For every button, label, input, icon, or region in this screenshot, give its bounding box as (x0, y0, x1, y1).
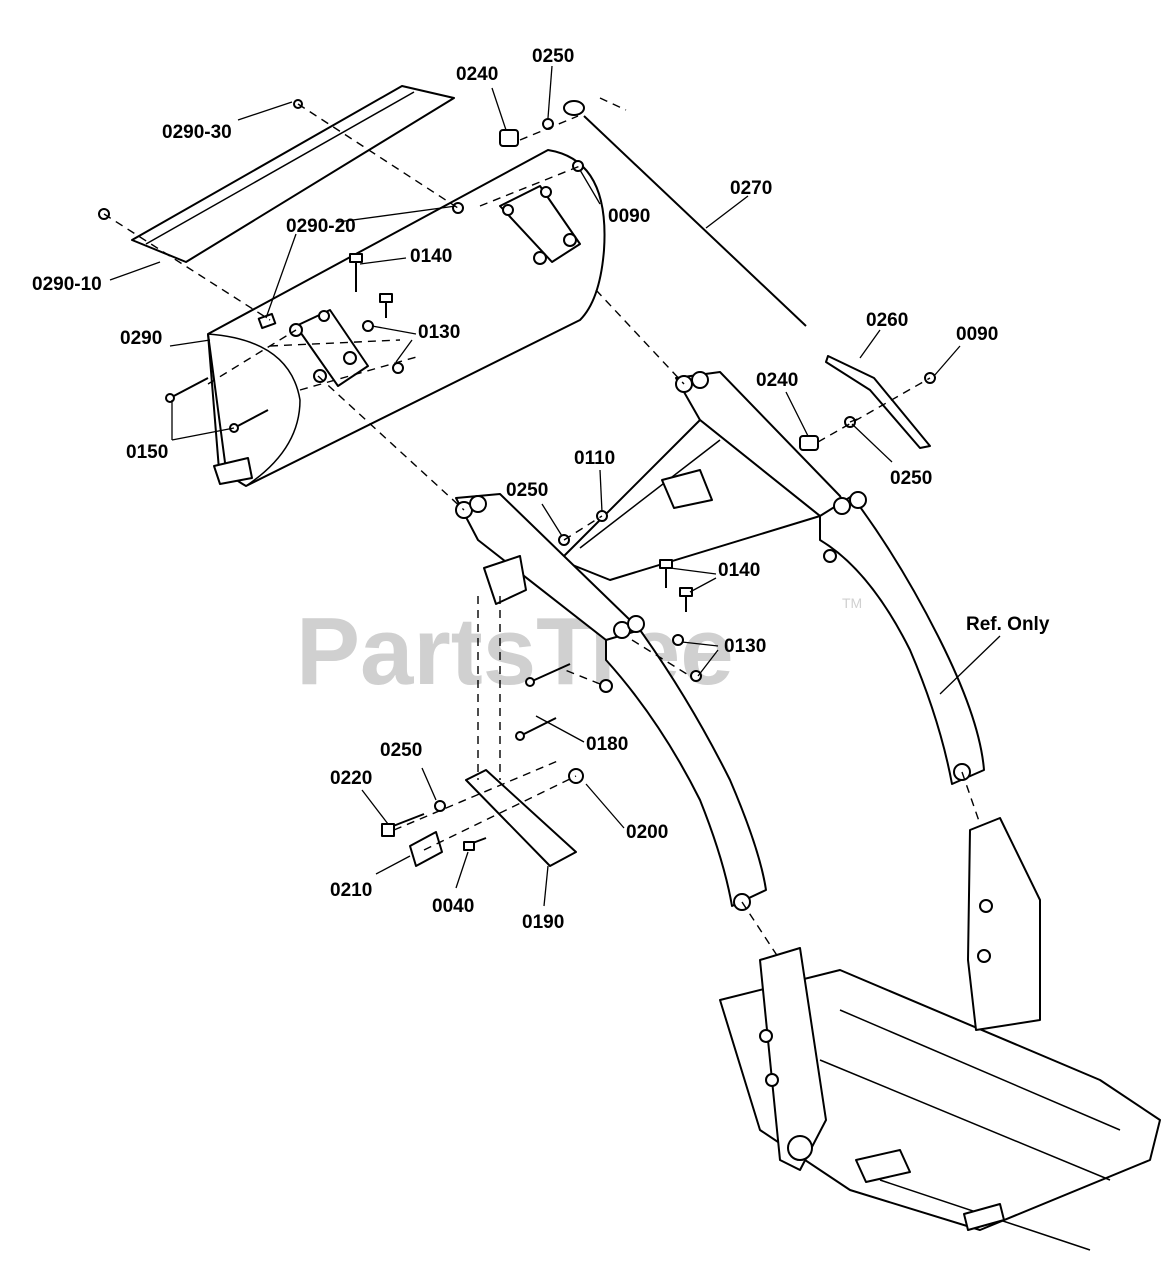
bracket-0190 (465, 769, 577, 867)
loader-frame (455, 371, 985, 911)
label-0150: 0150 (126, 442, 168, 463)
guard-bracket-right (499, 185, 581, 263)
label-0090-right: 0090 (956, 324, 998, 345)
rod-0270 (583, 115, 807, 327)
watermark-trademark: TM (842, 595, 862, 611)
label-0250-low: 0250 (380, 740, 422, 761)
label-0040: 0040 (432, 896, 474, 917)
label-0250-top: 0250 (532, 46, 574, 67)
guard-assembly-0290 (131, 85, 606, 487)
label-0290-10: 0290-10 (32, 274, 102, 295)
label-0290: 0290 (120, 328, 162, 349)
label-0200: 0200 (626, 822, 668, 843)
bolt-0240-right (799, 435, 819, 451)
label-0140-top: 0140 (410, 246, 452, 267)
pin-0180-a (529, 663, 571, 683)
label-0290-20: 0290-20 (286, 216, 356, 237)
label-0250-right: 0250 (890, 468, 932, 489)
label-0140-mid: 0140 (718, 560, 760, 581)
label-0090-top: 0090 (608, 206, 650, 227)
label-0180: 0180 (586, 734, 628, 755)
label-0130-top: 0130 (418, 322, 460, 343)
label-0130-mid: 0130 (724, 636, 766, 657)
label-0110: 0110 (574, 448, 615, 469)
bar-0260 (825, 355, 931, 449)
label-0250-mid: 0250 (506, 480, 548, 501)
support-bracket-group (381, 768, 584, 867)
callout-labels: 0240 0250 0290-30 0270 0290-20 0090 0140… (32, 46, 1050, 933)
label-0220: 0220 (330, 768, 372, 789)
assembly-guide-lines (103, 97, 981, 961)
label-0260: 0260 (866, 310, 908, 331)
tractor-upright-left (759, 947, 827, 1171)
guard-hardware (98, 99, 584, 374)
tractor-upright-right (967, 817, 1041, 1031)
pin-0150-b (233, 409, 269, 429)
label-0190: 0190 (522, 912, 564, 933)
label-0290-30: 0290-30 (162, 122, 232, 143)
label-ref-only: Ref. Only (966, 614, 1050, 635)
leader-lines (109, 65, 1001, 907)
label-0210: 0210 (330, 880, 372, 901)
frame-right-arm (819, 495, 985, 785)
label-0240-top: 0240 (456, 64, 498, 85)
rod-0270-group (499, 100, 936, 451)
label-0270: 0270 (730, 178, 772, 199)
label-0240-right: 0240 (756, 370, 798, 391)
pin-0180-b (519, 717, 557, 737)
pin-0150-a (169, 377, 209, 399)
bolt-0240-top (499, 129, 519, 147)
tractor-frame-ref (719, 817, 1161, 1251)
